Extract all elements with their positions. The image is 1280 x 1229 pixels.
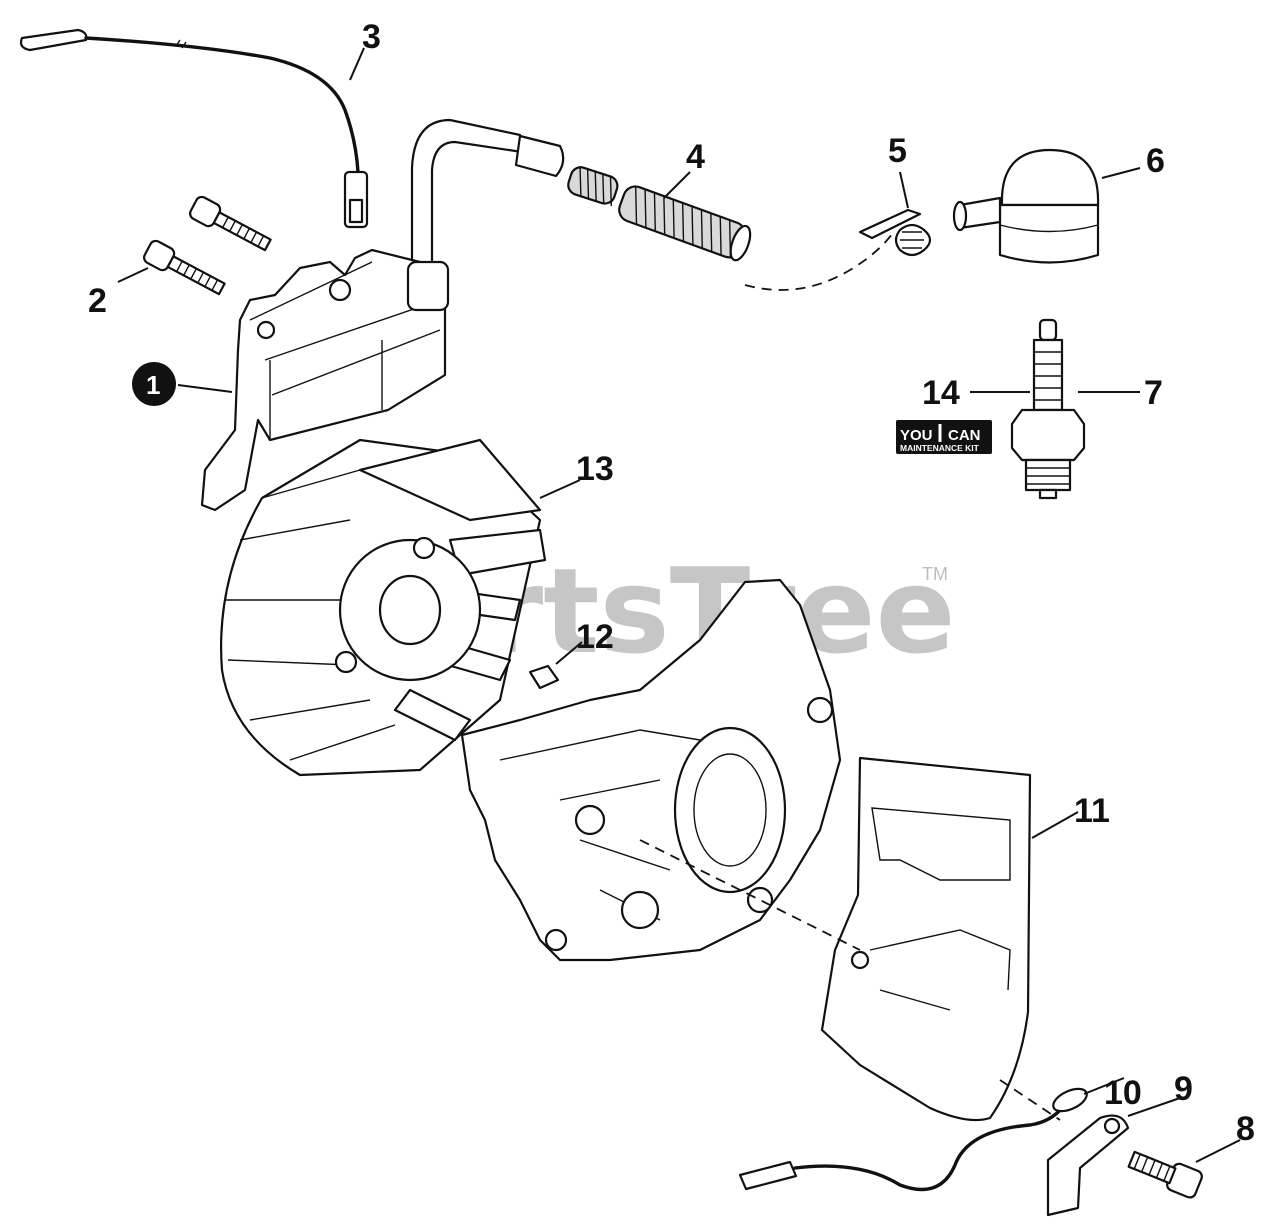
badge-can: CAN bbox=[948, 427, 981, 444]
callout-12: 12 bbox=[576, 618, 614, 656]
callout-4: 4 bbox=[686, 138, 705, 176]
callout-13: 13 bbox=[576, 450, 614, 488]
callout-9: 9 bbox=[1174, 1070, 1193, 1108]
badge-maintenance-kit: MAINTENANCE KIT bbox=[900, 443, 980, 453]
crankcase-reference bbox=[460, 578, 842, 962]
part-7-spark-plug[interactable] bbox=[1010, 318, 1086, 500]
part-6-primer-bulb[interactable] bbox=[952, 148, 1100, 264]
part-1-ignition-coil[interactable] bbox=[200, 118, 565, 512]
callout-3: 3 bbox=[362, 18, 381, 56]
part-4-fuel-hose[interactable] bbox=[566, 165, 896, 291]
leader-lines bbox=[117, 47, 1241, 1163]
part-12-key[interactable] bbox=[528, 664, 560, 690]
part-3-ht-lead[interactable] bbox=[19, 28, 369, 229]
callout-10: 10 bbox=[1104, 1074, 1142, 1112]
callout-7: 7 bbox=[1144, 374, 1163, 412]
part-5-clip[interactable] bbox=[858, 208, 932, 257]
callout-6: 6 bbox=[1146, 142, 1165, 180]
badge-you: YOU bbox=[900, 427, 933, 444]
part-9-bracket[interactable] bbox=[1046, 1114, 1130, 1217]
part-2-screws[interactable] bbox=[142, 195, 273, 300]
callout-11: 11 bbox=[1074, 792, 1110, 830]
maintenance-kit-badge: YOU CAN MAINTENANCE KIT bbox=[896, 420, 992, 454]
callout-2: 2 bbox=[88, 282, 107, 320]
part-11-cover[interactable] bbox=[639, 756, 1061, 1122]
part-10-ground-wire[interactable] bbox=[738, 1084, 1090, 1192]
watermark-trademark: TM bbox=[922, 564, 948, 584]
callout-1-circle bbox=[132, 362, 176, 406]
part-13-flywheel[interactable] bbox=[220, 438, 547, 777]
callout-5: 5 bbox=[888, 132, 907, 170]
part-8-screw[interactable] bbox=[1126, 1146, 1203, 1199]
callout-14: 14 bbox=[922, 374, 960, 412]
callout-8: 8 bbox=[1236, 1110, 1255, 1148]
callouts: 3 2 1 4 5 6 7 14 11 13 12 10 9 8 bbox=[88, 18, 1255, 1148]
callout-1: 1 bbox=[146, 370, 160, 400]
